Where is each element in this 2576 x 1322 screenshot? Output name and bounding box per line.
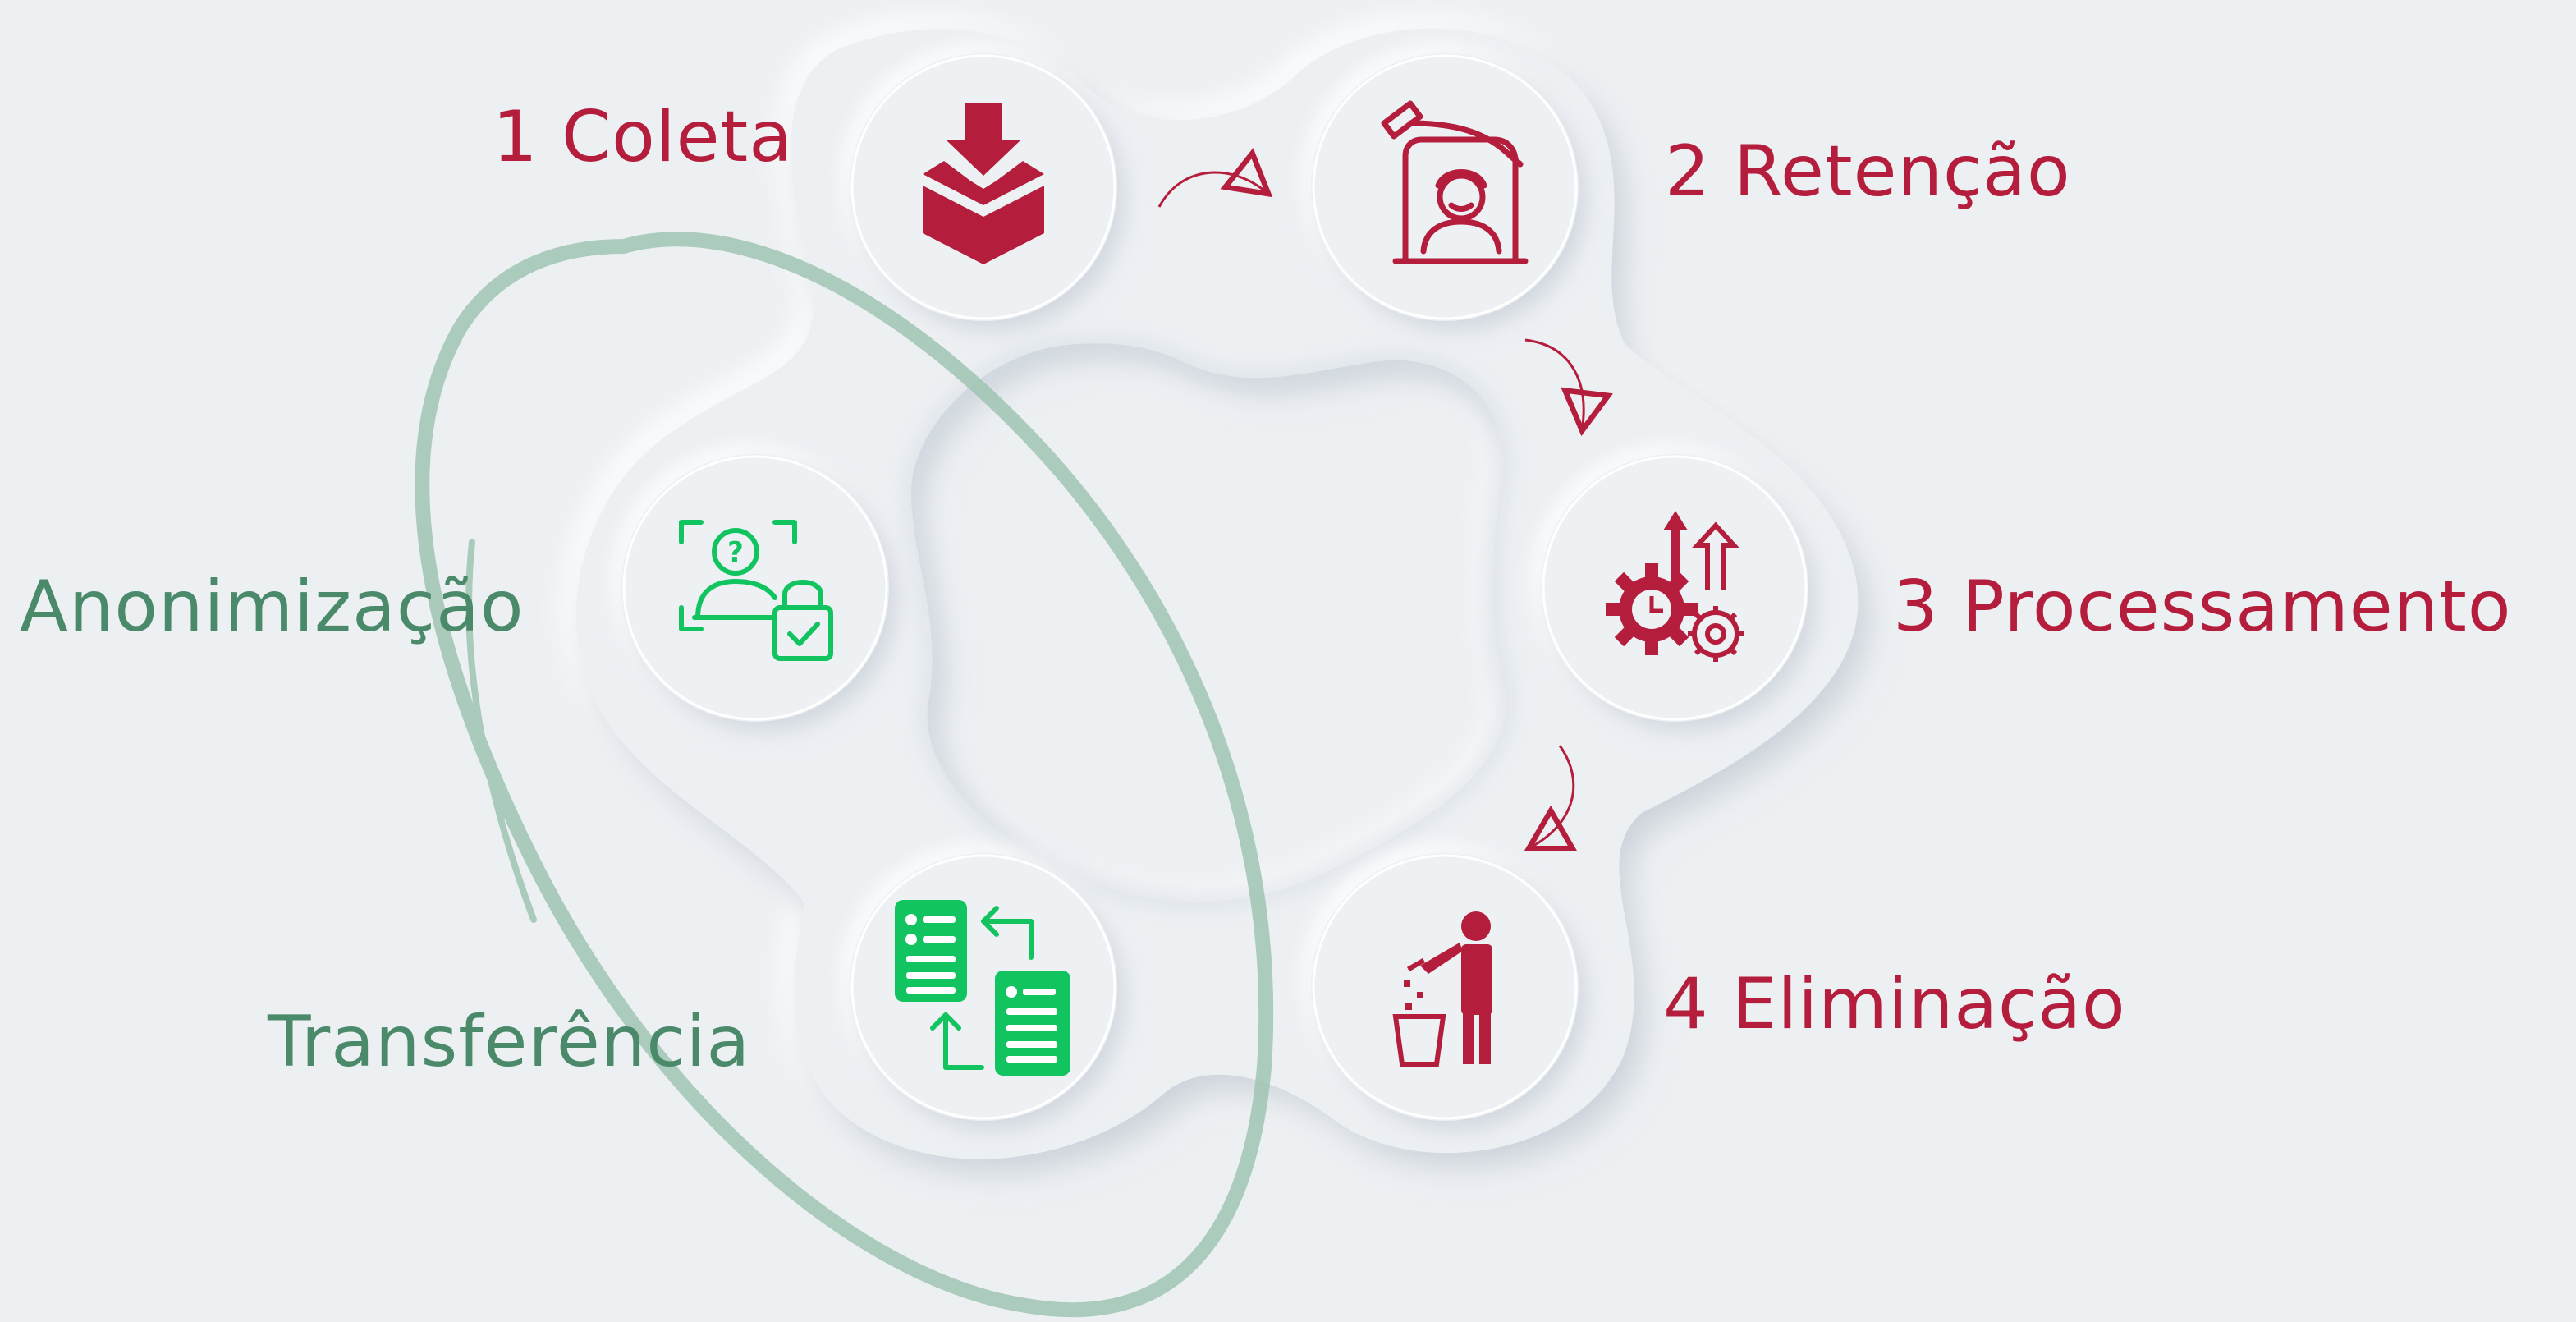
node-circle-eliminacao <box>1311 853 1579 1121</box>
anonymous-user-lock-icon: ? <box>679 520 833 661</box>
label-anonimizacao: Anonimização <box>20 566 525 648</box>
arrow-retencao-processamento <box>1524 338 1613 437</box>
label-retencao: 2 Retenção <box>1665 131 2071 213</box>
node-circle-anonimizacao <box>621 454 889 722</box>
flow-arrows <box>1157 148 1613 851</box>
gears-growth-icon <box>1606 511 1744 662</box>
person-trash-icon <box>1392 911 1492 1067</box>
svg-text:?: ? <box>727 536 744 569</box>
protected-person-icon <box>1381 100 1529 264</box>
green-swoosh <box>415 232 1274 1318</box>
inbox-download-icon <box>923 103 1044 264</box>
arrow-processamento-eliminacao <box>1524 745 1578 851</box>
label-eliminacao: 4 Eliminação <box>1663 963 2126 1045</box>
label-coleta: 1 Coleta <box>493 96 793 178</box>
blob-ring <box>575 28 1859 1159</box>
label-processamento: 3 Processamento <box>1893 566 2512 648</box>
node-circle-coleta <box>850 53 1117 321</box>
node-circle-transferencia <box>850 853 1117 1121</box>
label-transferencia: Transferência <box>268 1001 751 1083</box>
document-exchange-icon <box>895 900 1070 1076</box>
arrow-coleta-retencao <box>1157 148 1273 208</box>
